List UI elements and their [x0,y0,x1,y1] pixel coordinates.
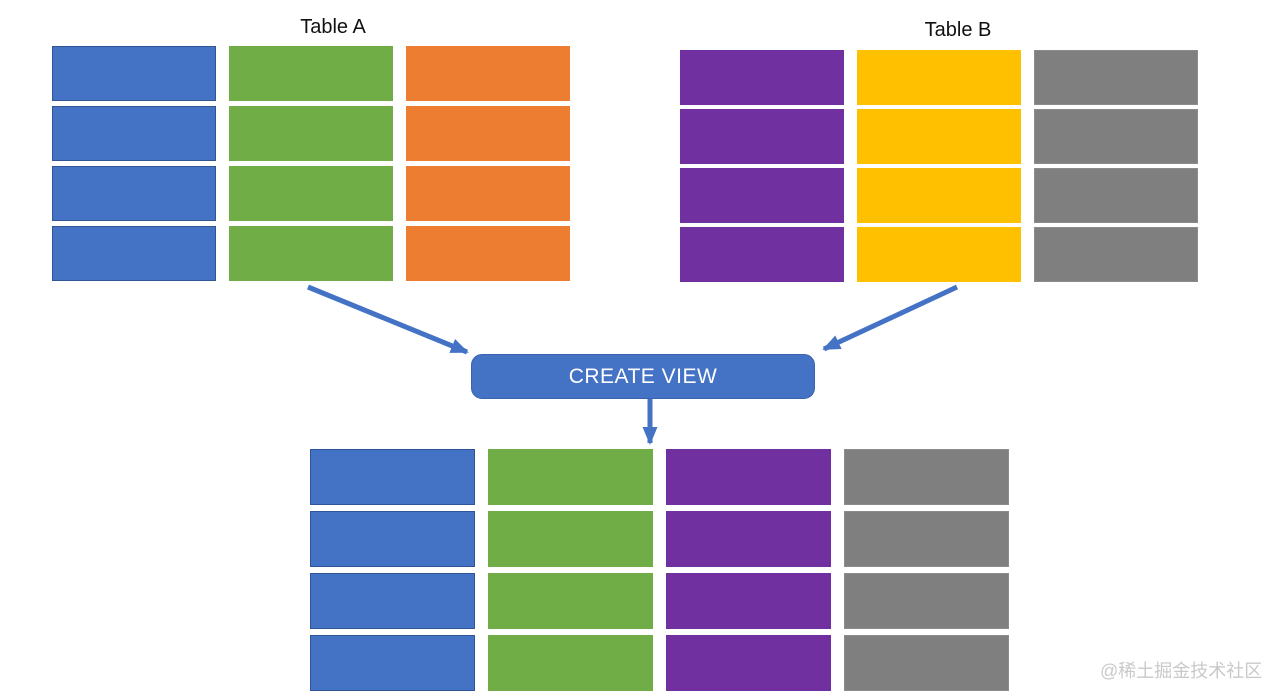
cell-blue-column [310,449,475,505]
watermark-text: @稀土掘金技术社区 [1100,661,1263,681]
cell-gray-column [844,573,1009,629]
arrow-table-a-to-button [307,284,469,355]
cell-orange-column [406,106,570,161]
cell-blue-column [52,46,216,101]
cell-gray-column [1034,109,1198,164]
cell-purple-column [680,227,844,282]
cell-gray-column [844,635,1009,691]
cell-gray-column [844,449,1009,505]
cell-purple-column [666,573,831,629]
cell-purple-column [680,109,844,164]
cell-green-column [488,511,653,567]
cell-blue-column [52,106,216,161]
cell-blue-column [310,511,475,567]
cell-gray-column [844,511,1009,567]
cell-gray-column [1034,50,1198,105]
cell-green-column [229,106,393,161]
cell-green-column [229,166,393,221]
cell-orange-column [406,226,570,281]
cell-gold-column [857,109,1021,164]
result-table-grid [310,449,1009,691]
cell-purple-column [666,449,831,505]
cell-gray-column [1034,168,1198,223]
cell-purple-column [680,168,844,223]
table-a-grid [52,46,570,281]
cell-purple-column [680,50,844,105]
cell-blue-column [52,166,216,221]
cell-gold-column [857,50,1021,105]
table-b-title: Table B [924,19,992,41]
cell-gold-column [857,168,1021,223]
cell-orange-column [406,166,570,221]
cell-green-column [488,635,653,691]
cell-green-column [488,573,653,629]
cell-gray-column [1034,227,1198,282]
cell-green-column [488,449,653,505]
cell-gold-column [857,227,1021,282]
cell-purple-column [666,635,831,691]
cell-blue-column [52,226,216,281]
table-b-grid [680,50,1198,282]
cell-purple-column [666,511,831,567]
cell-green-column [229,226,393,281]
cell-green-column [229,46,393,101]
table-a-title: Table A [300,16,366,38]
create-view-button[interactable]: CREATE VIEW [471,354,815,399]
cell-orange-column [406,46,570,101]
cell-blue-column [310,635,475,691]
cell-blue-column [310,573,475,629]
create-view-label: CREATE VIEW [568,364,718,388]
arrow-table-b-to-button [822,284,959,352]
